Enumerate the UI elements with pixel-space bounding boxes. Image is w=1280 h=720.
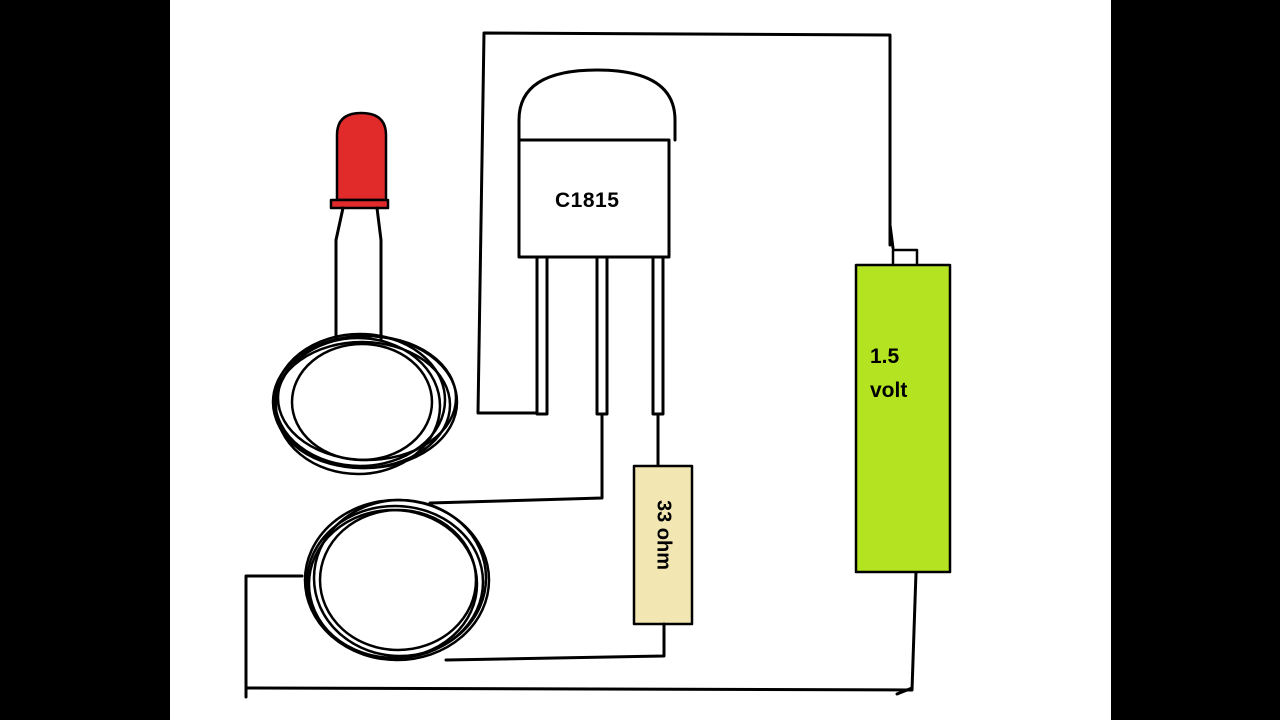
wire-resistor-bottom	[444, 622, 666, 662]
resistor-icon	[632, 464, 694, 626]
battery-label: 1.5 volt	[870, 340, 907, 408]
resistor-label: 33 ohm	[652, 499, 675, 571]
coil-icon	[303, 498, 491, 662]
battery-unit: volt	[870, 379, 908, 402]
wire-top-loop	[476, 31, 892, 415]
wire-coil-base	[428, 412, 604, 505]
transistor-icon	[517, 68, 677, 416]
coil-icon	[271, 332, 459, 476]
wire-bottom-hook	[895, 686, 914, 696]
led-icon	[329, 111, 390, 342]
battery-icon	[854, 248, 952, 574]
wire-top-loop-stub	[888, 223, 895, 250]
battery-voltage: 1.5	[870, 345, 900, 368]
transistor-label: C1815	[555, 189, 620, 212]
wire-bottom-return	[244, 570, 918, 699]
